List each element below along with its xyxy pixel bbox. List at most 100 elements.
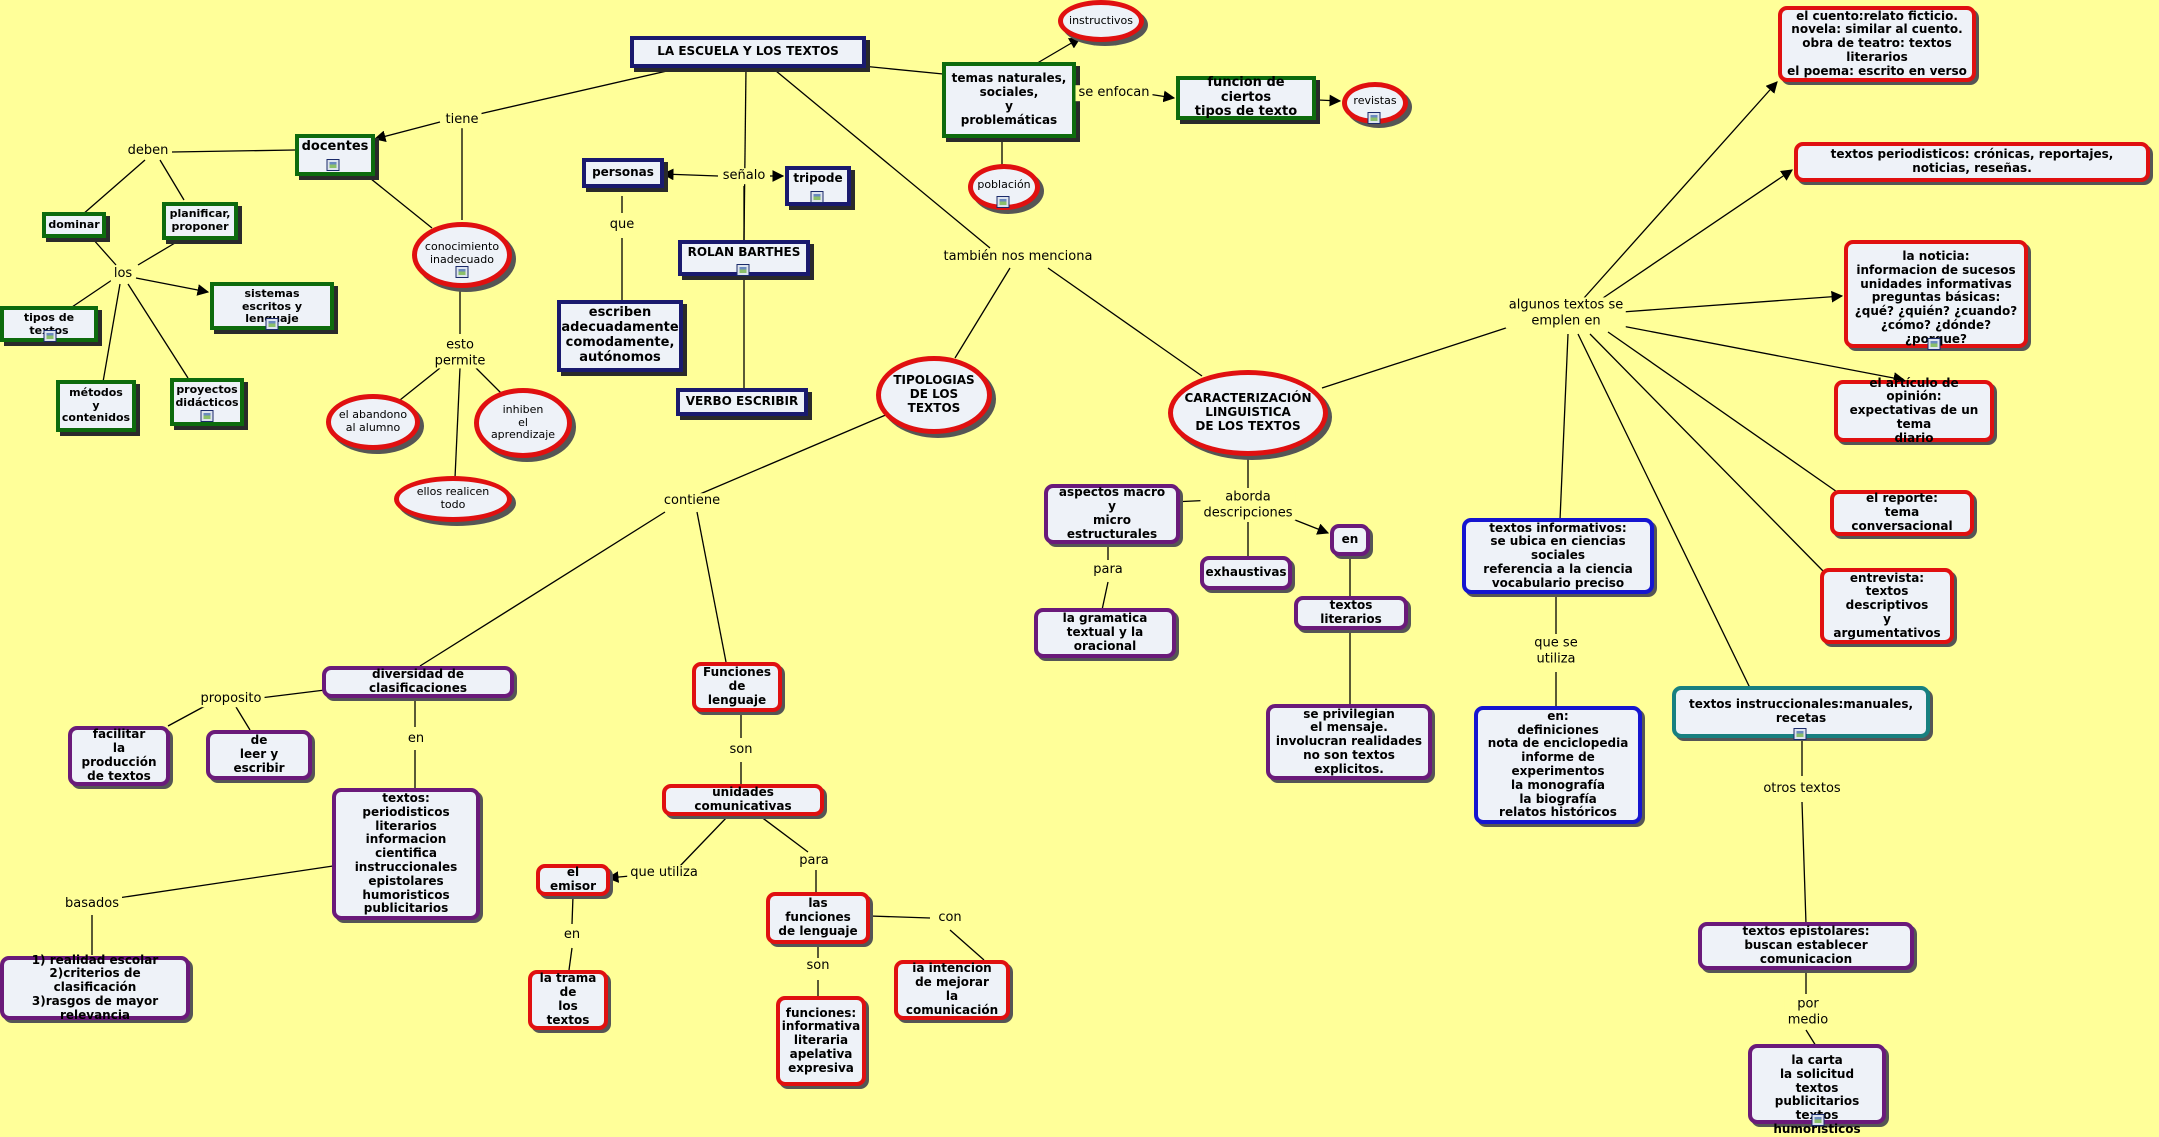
node-instruccionales[interactable]: textos instruccionales:manuales, recetas — [1672, 686, 1930, 738]
node-exhaustivas[interactable]: exhaustivas — [1200, 556, 1292, 590]
line-pormedio-carta — [1805, 1029, 1817, 1047]
node-funcion-textos[interactable]: funcion de ciertos tipos de texto — [1176, 75, 1316, 120]
line-personas-senalo — [661, 168, 719, 181]
node-caracterizacion[interactable]: CARACTERIZACIÓN LINGUISTICA DE LOS TEXTO… — [1168, 370, 1328, 456]
line-caracterizacion-algunos — [1321, 325, 1513, 389]
node-funciones-lenguaje[interactable]: Funciones de lenguaje — [692, 662, 782, 712]
line-esto-realicen — [454, 367, 461, 479]
line-unidades-queutiliza — [679, 815, 729, 867]
node-tipologias[interactable]: TIPOLOGIAS DE LOS TEXTOS — [876, 356, 992, 434]
node-textos-literarios[interactable]: textos literarios — [1294, 596, 1408, 630]
line-contiene-diversidad — [419, 511, 666, 667]
line-los-proyectos — [127, 283, 189, 379]
image-link-icon[interactable] — [43, 330, 57, 342]
node-abandono[interactable]: el abandono al alumno — [326, 394, 420, 450]
line-algunos-periodisticos — [1599, 169, 1793, 301]
image-link-icon[interactable] — [326, 159, 340, 171]
image-link-icon[interactable] — [200, 410, 214, 422]
line-funcion-revistas — [1317, 94, 1342, 107]
line-con-intencion — [949, 929, 985, 961]
line-textos-basados — [117, 865, 334, 899]
link-label-basados: basados — [62, 896, 122, 912]
line-root-tiene — [461, 67, 681, 119]
line-aborda-en — [1289, 517, 1330, 535]
node-privilegian[interactable]: se privilegian el mensaje. involucran re… — [1266, 704, 1432, 780]
node-temas[interactable]: temas naturales, sociales, y problemátic… — [942, 62, 1076, 138]
link-label-proposito: proposito — [197, 691, 265, 707]
image-link-icon[interactable] — [1367, 112, 1381, 124]
image-link-icon[interactable] — [1811, 1114, 1825, 1126]
node-diversidad[interactable]: diversidad de clasificaciones — [322, 666, 514, 698]
line-algunos-entrevista — [1589, 333, 1825, 573]
link-label-en: en — [560, 927, 584, 943]
image-link-icon[interactable] — [996, 196, 1010, 208]
image-link-icon[interactable] — [736, 264, 750, 276]
node-informativos[interactable]: textos informativos: se ubica en ciencia… — [1462, 518, 1654, 594]
node-reporte[interactable]: el reporte: tema conversacional — [1830, 490, 1974, 536]
node-las-funciones[interactable]: las funciones de lenguaje — [766, 892, 870, 944]
image-link-icon[interactable] — [810, 191, 824, 203]
node-carta[interactable]: la carta la solicitud textos publicitari… — [1748, 1044, 1886, 1136]
node-escriben[interactable]: escriben adecuadamente comodamente, autó… — [557, 300, 683, 372]
node-intencion[interactable]: ia intencion de mejorar la comunicación — [894, 960, 1010, 1020]
node-cuento[interactable]: el cuento:relato ficticio. novela: simil… — [1778, 6, 1976, 82]
node-textos-tipos[interactable]: textos: periodisticos literarios informa… — [332, 788, 480, 920]
link-label-que: que — [606, 217, 638, 233]
node-dominar[interactable]: dominar — [42, 212, 106, 238]
node-facilitar[interactable]: facilitar la producción de textos — [68, 726, 170, 786]
node-personas[interactable]: personas — [582, 158, 664, 188]
image-link-icon[interactable] — [455, 266, 469, 278]
link-label-aborda-descripciones: aborda descripciones — [1200, 489, 1296, 521]
node-el-emisor[interactable]: el emisor — [536, 864, 610, 896]
line-root-temas — [861, 65, 944, 75]
node-epistolares[interactable]: textos epistolares: buscan establecer co… — [1698, 922, 1914, 970]
node-definiciones[interactable]: en: definiciones nota de enciclopedia in… — [1474, 706, 1642, 824]
line-tiene-docentes — [373, 121, 441, 142]
node-entrevista[interactable]: entrevista: textos descriptivos y argume… — [1820, 568, 1954, 644]
node-la-trama[interactable]: la trama de los textos — [528, 970, 608, 1030]
line-contiene-funciones — [696, 511, 727, 663]
link-label-en: en — [404, 731, 428, 747]
image-link-icon[interactable] — [1927, 338, 1941, 350]
node-noticia[interactable]: la noticia: informacion de sucesos unida… — [1844, 240, 2028, 348]
link-label-esto-permite: esto permite — [431, 337, 489, 369]
node-en[interactable]: en — [1330, 524, 1370, 556]
link-label-para: para — [796, 853, 832, 869]
link-label-tambien-nos-menciona: también nos menciona — [940, 249, 1096, 265]
node-funciones-lista[interactable]: funciones: informativa literaria apelati… — [776, 996, 866, 1086]
node-periodisticos[interactable]: textos periodisticos: crónicas, reportaj… — [1794, 142, 2150, 182]
line-algunos-cuento — [1583, 81, 1778, 299]
line-unidades-para — [759, 815, 809, 853]
node-root-title[interactable]: LA ESCUELA Y LOS TEXTOS — [630, 36, 866, 68]
line-emisor-en — [571, 895, 574, 925]
line-diversidad-proposito — [259, 689, 326, 699]
node-opinion[interactable]: el artículo de opinión: expectativas de … — [1834, 376, 1994, 445]
node-tripode[interactable]: tripode — [785, 166, 851, 206]
node-unidades-comunicativas[interactable]: unidades comunicativas — [662, 784, 824, 816]
line-algunos-noticia — [1621, 290, 1844, 313]
node-leer-escribir[interactable]: de leer y escribir — [206, 730, 312, 780]
line-deben-planificar — [159, 159, 185, 201]
link-label-deben: deben — [124, 143, 172, 159]
node-realicen[interactable]: ellos realicen todo — [394, 476, 512, 522]
image-link-icon[interactable] — [265, 318, 279, 330]
node-metodos[interactable]: métodos y contenidos — [56, 380, 136, 432]
line-proposito-leer — [235, 706, 251, 731]
node-aspectos[interactable]: aspectos macro y micro estructurales — [1044, 484, 1180, 544]
node-gramatica[interactable]: la gramatica textual y la oracional — [1034, 608, 1176, 658]
link-label-tiene: tiene — [442, 112, 482, 128]
node-inhiben[interactable]: inhiben el aprendizaje — [474, 388, 572, 458]
link-label-algunos-textos: algunos textos se emplen en — [1505, 297, 1627, 329]
node-instructivos[interactable]: instructivos — [1058, 0, 1144, 42]
line-algunos-informativos — [1559, 333, 1569, 521]
line-algunos-instruccionales — [1577, 333, 1751, 689]
node-realidad-escolar[interactable]: 1) realidad escolar 2)criterios de clasi… — [0, 953, 190, 1022]
line-docentes-deben — [171, 149, 296, 153]
image-link-icon[interactable] — [1793, 728, 1807, 740]
line-menciona-caracterizacion — [1047, 267, 1203, 377]
node-planificar[interactable]: planificar, proponer — [162, 202, 238, 240]
node-poblacion[interactable]: población — [968, 164, 1040, 210]
node-verbo-escribir[interactable]: VERBO ESCRIBIR — [676, 388, 808, 416]
line-temas-instructivos — [1033, 37, 1082, 66]
node-conocimiento[interactable]: conocimiento inadecuado — [412, 222, 512, 288]
